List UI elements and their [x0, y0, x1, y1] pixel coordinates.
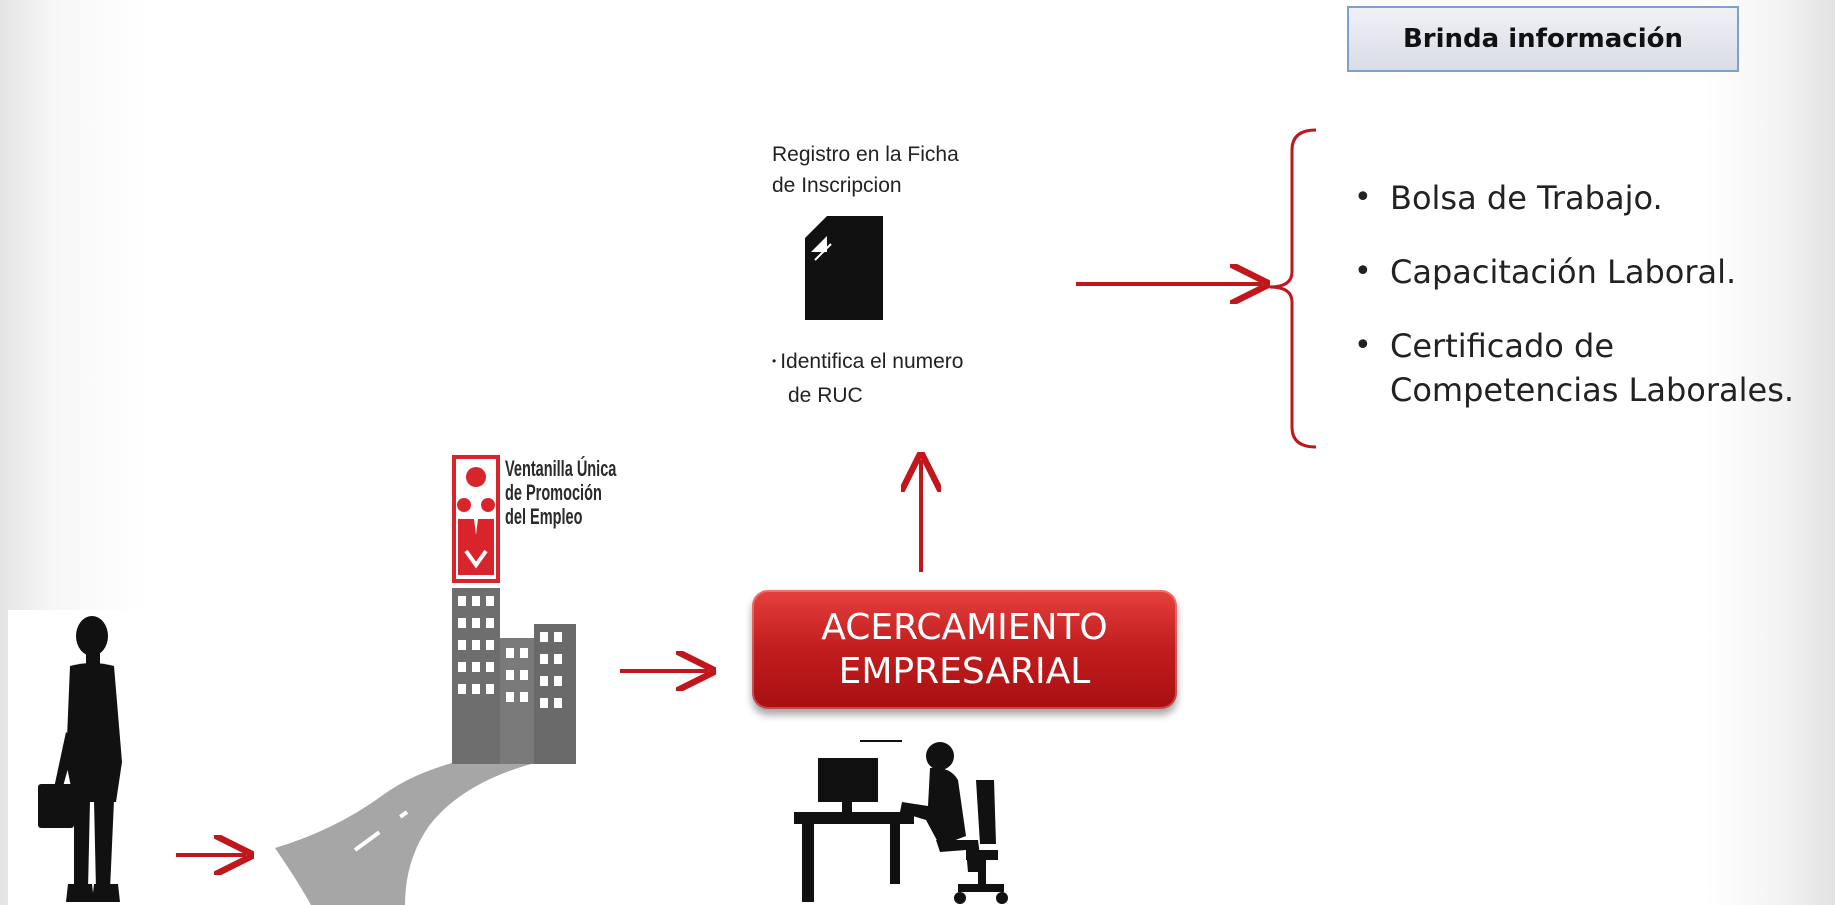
service-label-line2: Competencias Laborales. — [1390, 371, 1795, 409]
ventanilla-logo-text: Ventanilla Única de Promoción del Empleo — [505, 456, 617, 529]
brinda-informacion-box: Brinda información — [1347, 6, 1739, 72]
ficha-note-line2: de RUC — [788, 384, 863, 407]
acercamiento-line2: EMPRESARIAL — [838, 650, 1091, 692]
ficha-title-line1: Registro en la Ficha — [772, 143, 959, 166]
road-icon — [275, 752, 531, 905]
ventanilla-line1: Ventanilla Única — [505, 456, 617, 481]
office-worker-icon — [794, 740, 1008, 904]
ficha-note-line1: Identifica el numero — [780, 350, 964, 373]
ficha-title-line2: de Inscripcion — [772, 174, 902, 197]
brinda-informacion-label: Brinda información — [1402, 24, 1684, 54]
document-icon — [805, 216, 883, 320]
ficha-title: Registro en la Ficha de Inscripcion — [772, 139, 1032, 201]
service-bullet: • — [1354, 254, 1372, 289]
services-list: • Bolsa de Trabajo. • Capacitación Labor… — [1350, 176, 1830, 412]
ventanilla-line3: del Empleo — [505, 504, 583, 529]
service-label: Bolsa de Trabajo. — [1390, 179, 1663, 217]
service-bullet: • — [1354, 180, 1372, 215]
service-bullet: • — [1354, 328, 1372, 363]
service-label-line1: Certificado de — [1390, 327, 1615, 365]
ventanilla-line2: de Promoción — [505, 480, 602, 505]
building-icon — [452, 588, 576, 764]
businessman-silhouette-icon — [38, 616, 122, 902]
ficha-note-bullet: • — [772, 354, 777, 368]
service-item-certificado: • Certificado de Competencias Laborales. — [1350, 324, 1830, 412]
ficha-note: •Identifica el numero de RUC — [772, 346, 1032, 411]
service-item-capacitacion: • Capacitación Laboral. — [1350, 250, 1830, 294]
services-bracket — [1269, 128, 1317, 449]
ventanilla-logo-icon — [452, 455, 500, 583]
service-item-bolsa: • Bolsa de Trabajo. — [1350, 176, 1830, 220]
acercamiento-empresarial-box: ACERCAMIENTO EMPRESARIAL — [752, 590, 1177, 709]
acercamiento-line1: ACERCAMIENTO — [821, 606, 1108, 648]
service-label: Capacitación Laboral. — [1390, 253, 1737, 291]
